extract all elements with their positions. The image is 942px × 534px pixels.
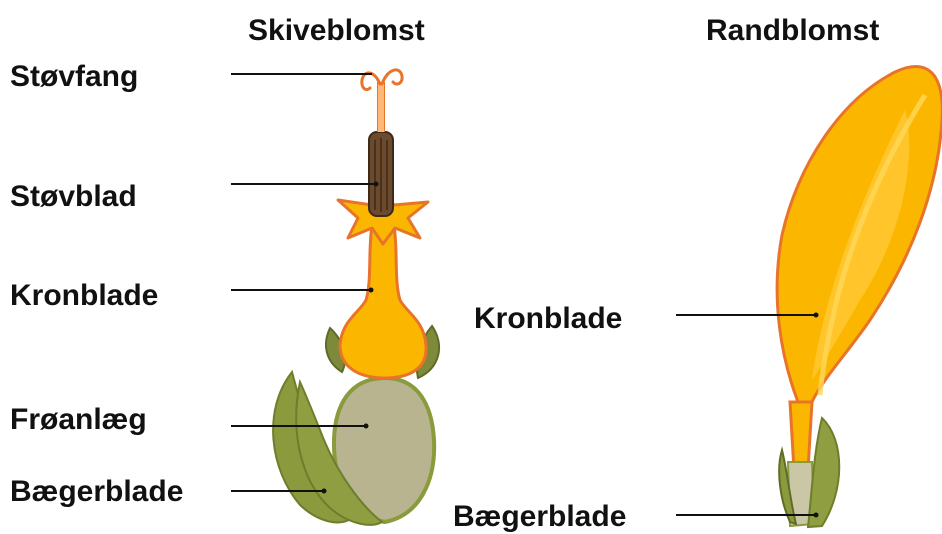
label-stigma: Støvfang (10, 60, 138, 93)
label-ovary: Frøanlæg (10, 403, 147, 436)
disc-corolla (340, 226, 426, 378)
ray-flower-title: Randblomst (706, 14, 879, 47)
disc-flower-title: Skiveblomst (248, 14, 425, 47)
label-ray-petals: Kronblade (474, 302, 622, 335)
ray-tube (790, 402, 812, 470)
ray-flower (777, 67, 942, 527)
label-disc-petals: Kronblade (10, 279, 158, 312)
label-ray-sepals: Bægerblade (453, 500, 626, 533)
label-stamen: Støvblad (10, 180, 137, 213)
disc-flower (273, 70, 439, 525)
label-disc-sepals: Bægerblade (10, 475, 183, 508)
ray-sepal-right (808, 418, 839, 527)
